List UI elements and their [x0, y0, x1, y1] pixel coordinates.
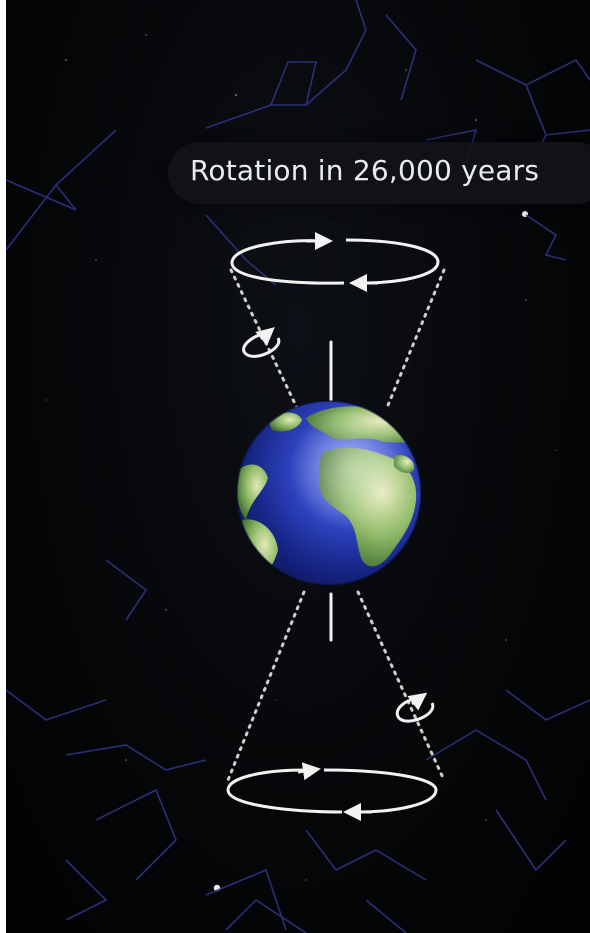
diagram-canvas: [6, 0, 590, 933]
top-precession-circle: [230, 232, 440, 292]
nutation-loop-lower: [395, 692, 435, 723]
precession-diagram: Rotation in 26,000 years: [6, 0, 590, 933]
constellation-lines: [6, 0, 590, 933]
bottom-precession-circle: [226, 762, 438, 821]
precession-cone: [226, 268, 446, 782]
earth-globe-icon: [236, 400, 422, 586]
caption-pill: Rotation in 26,000 years: [168, 142, 590, 204]
caption-text: Rotation in 26,000 years: [190, 154, 540, 187]
nutation-loop-upper: [242, 327, 281, 358]
